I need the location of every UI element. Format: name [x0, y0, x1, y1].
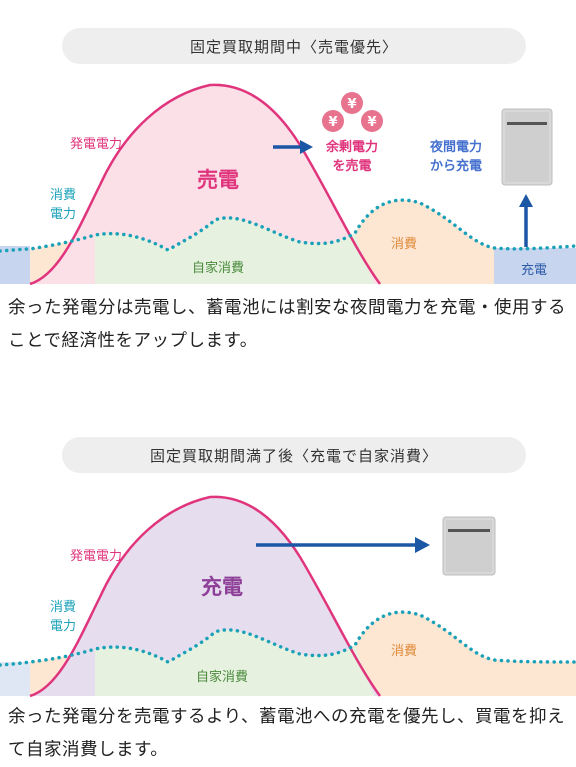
yen-coin-icon: ¥ [341, 92, 363, 114]
consumption-curve [0, 610, 576, 667]
section1-night-cons-label: 消費 [391, 237, 417, 252]
section2-description: 余った発電分を売電するより、蓄電池への充電を優先し、買電を抑えて自家消費します。 [8, 707, 565, 760]
self-consumption-area [95, 217, 375, 284]
section2-title: 固定買取期間満了後〈充電で自家消費〉 [149, 446, 438, 465]
section1-cons-label-2: 電力 [50, 207, 76, 222]
svg-text:¥: ¥ [328, 115, 337, 130]
yen-coin-icon: ¥ [361, 110, 383, 132]
right-arrow-icon [256, 537, 430, 553]
night-charge-area-right [494, 248, 576, 284]
section2-gen-label: 発電電力 [70, 549, 122, 564]
generation-curve [29, 83, 382, 285]
generation-curve [29, 495, 382, 697]
svg-text:¥: ¥ [347, 97, 356, 112]
consumption-curve [0, 198, 576, 253]
night-charge-area-left [0, 246, 30, 284]
section2-cons-label-1: 消費 [50, 600, 76, 615]
svg-text:¥: ¥ [367, 115, 376, 130]
section2-night-cons-label: 消費 [391, 644, 417, 659]
section2-cons-label-2: 電力 [50, 619, 76, 634]
section1-diagram: 発電電力 消費 電力 売電 自家消費 消費 充電 ¥ ¥ ¥ 余剰電力 を売電 … [0, 83, 576, 285]
section1-title: 固定買取期間中〈売電優先〉 [189, 37, 398, 56]
section1-charge-label: 充電 [521, 262, 547, 278]
section2-diagram: 発電電力 消費 電力 充電 自家消費 消費 [0, 495, 576, 697]
battery-unit-icon [442, 516, 496, 576]
surplus-line1: 余剰電力 [325, 139, 378, 155]
section1-title-pill: 固定買取期間中〈売電優先〉 [62, 28, 526, 64]
night-charge-area-left [0, 662, 30, 696]
section1-main-label: 売電 [197, 168, 239, 192]
section1-self-label: 自家消費 [192, 260, 244, 276]
moon-icon [452, 93, 476, 120]
night-line1: 夜間電力 [429, 139, 482, 155]
section1-description: 余った発電分は売電し、蓄電池には割安な夜間電力を充電・使用することで経済性をアッ… [8, 298, 566, 351]
section2-self-label: 自家消費 [196, 669, 248, 685]
section1-gen-label: 発電電力 [70, 137, 122, 152]
right-arrow-icon [273, 140, 313, 154]
section2-main-label: 充電 [201, 575, 243, 599]
section2-title-pill: 固定買取期間満了後〈充電で自家消費〉 [62, 437, 526, 473]
battery-unit-icon [501, 108, 553, 186]
up-arrow-icon [519, 194, 533, 247]
section1-cons-label-1: 消費 [50, 188, 76, 203]
night-line2: から充電 [430, 158, 482, 174]
surplus-line2: を売電 [332, 158, 371, 174]
yen-coin-icon: ¥ [322, 110, 344, 132]
self-consumption-area [95, 629, 375, 696]
